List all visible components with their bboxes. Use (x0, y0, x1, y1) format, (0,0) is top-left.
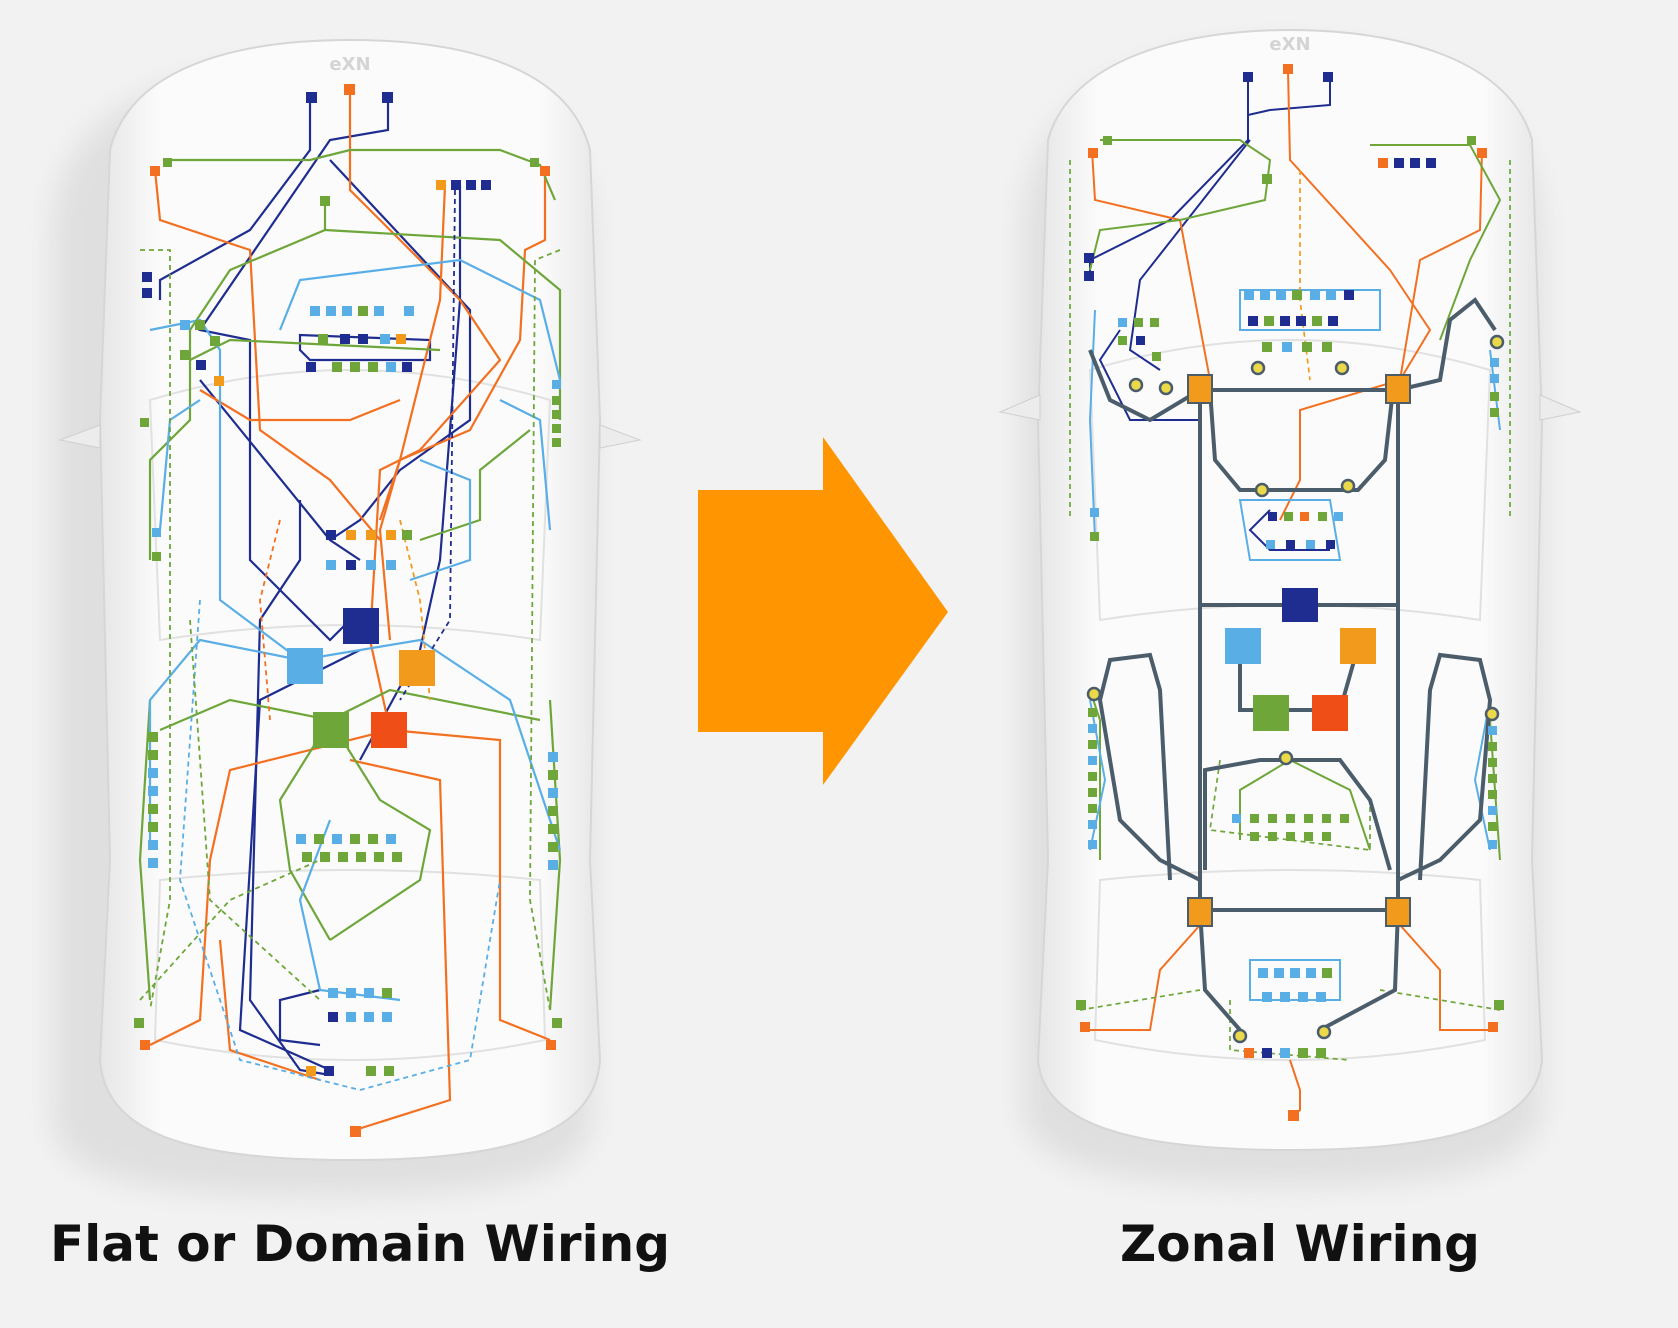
car-logo: eXN (329, 54, 370, 75)
zonal-connectors (1086, 334, 1505, 1044)
flat-wiring-caption: Flat or Domain Wiring (49, 1215, 671, 1273)
connector-icon (1340, 478, 1356, 494)
connector-icon (1489, 334, 1505, 350)
connector-icon (1278, 750, 1294, 766)
zonal-wiring-caption: Zonal Wiring (1120, 1215, 1480, 1273)
connector-icon (1158, 380, 1174, 396)
zonal-local-lines (1069, 69, 1511, 1116)
flat-wiring-car: eXN (52, 38, 642, 1196)
ecu-icon (1225, 628, 1261, 664)
arrow-right-icon (698, 437, 948, 785)
ecu-icon (399, 650, 435, 686)
connector-icon (1232, 1028, 1248, 1044)
connector-icon (1316, 1024, 1332, 1040)
car-logo: eXN (1269, 34, 1310, 55)
ecu-icon (1340, 628, 1376, 664)
flat-connectors (134, 84, 562, 1137)
zonal-controller-icon (1187, 374, 1213, 404)
connector-icon (1484, 706, 1500, 722)
ecu-icon (1282, 588, 1318, 622)
zonal-wiring-car: eXN (998, 28, 1582, 1186)
connector-icon (1334, 360, 1350, 376)
ecu-icon (287, 648, 323, 684)
ecu-icon (313, 712, 349, 748)
connector-icon (1254, 482, 1270, 498)
connector-icon (1086, 686, 1102, 702)
ecu-icon (343, 608, 379, 644)
zonal-controller-icon (1187, 897, 1213, 927)
ecu-icon (371, 712, 407, 748)
zonal-small-connectors (1076, 64, 1504, 1121)
zonal-controller-icon (1385, 374, 1411, 404)
zonal-backbone (1088, 297, 1497, 1032)
zonal-controller-icon (1385, 897, 1411, 927)
connector-icon (1250, 360, 1266, 376)
car-body-icon (98, 38, 602, 1162)
ecu-icon (1253, 695, 1289, 731)
connector-icon (1128, 377, 1144, 393)
ecu-icon (1312, 695, 1348, 731)
